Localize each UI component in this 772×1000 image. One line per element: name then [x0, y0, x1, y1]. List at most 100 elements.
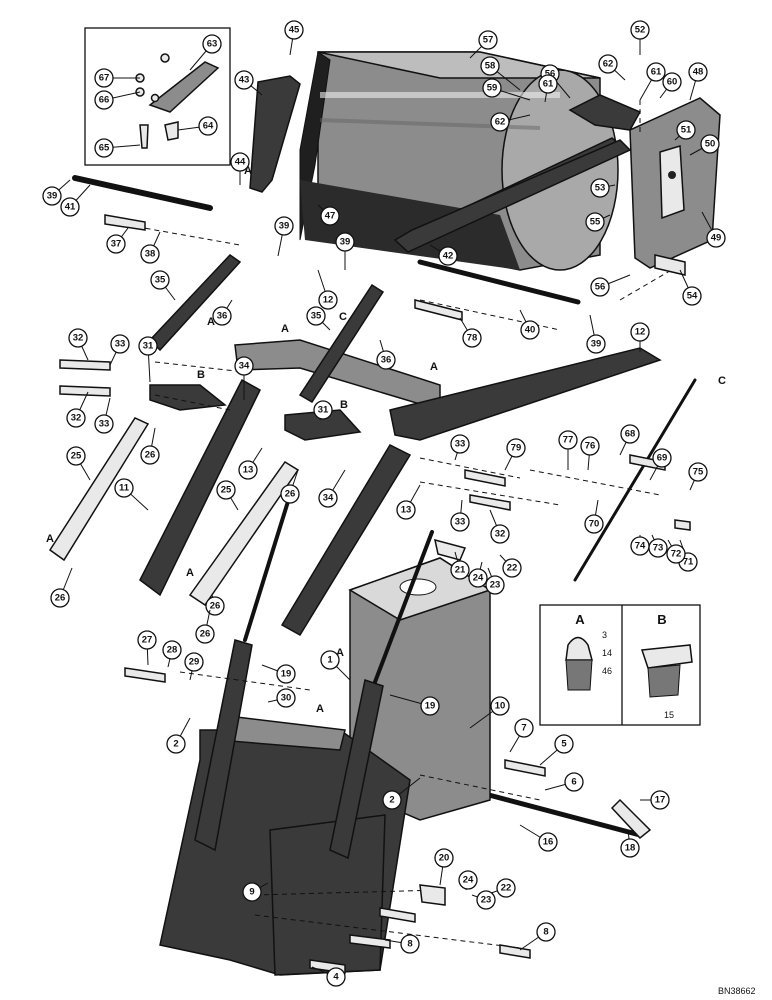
- callout-24: 24: [458, 870, 478, 891]
- callout-number: 33: [455, 517, 466, 528]
- callout-47: 47: [317, 204, 340, 226]
- piston-rod-left: [243, 493, 292, 642]
- callout-circle: [462, 328, 482, 348]
- callout-circle: [558, 430, 578, 450]
- callout-number: 19: [281, 669, 292, 680]
- callout-circle: [162, 640, 182, 660]
- fitting-detail-box: A B 3 14 46 15: [539, 604, 701, 726]
- callout-6: 6: [544, 772, 584, 792]
- callout-number: 7: [521, 723, 526, 734]
- drawing-reference: BN38662: [718, 986, 756, 996]
- callout-10: 10: [469, 696, 510, 729]
- callout-number: 16: [543, 837, 554, 848]
- callout-number: 55: [590, 217, 601, 228]
- callout-33: 33: [109, 334, 130, 366]
- rod-68: [573, 378, 697, 582]
- callout-number: 79: [511, 443, 522, 454]
- letter-a-5: A: [186, 567, 194, 579]
- callout-number: 21: [455, 565, 466, 576]
- callout-2: 2: [166, 717, 191, 754]
- callout-circle: [666, 544, 686, 564]
- callout-number: 26: [285, 489, 296, 500]
- callout-number: 72: [671, 549, 682, 560]
- callout-number: 9: [249, 887, 254, 898]
- callout-50: 50: [689, 134, 720, 156]
- callout-circle: [42, 186, 62, 206]
- callout-number: 62: [603, 59, 614, 70]
- callout-number: 48: [693, 67, 704, 78]
- callout-8: 8: [384, 934, 420, 954]
- callout-number: 63: [207, 39, 218, 50]
- callout-circle: [230, 152, 250, 172]
- callout-circle: [420, 696, 440, 716]
- callout-41: 41: [60, 184, 91, 217]
- callout-number: 54: [687, 291, 698, 302]
- callout-number: 18: [625, 843, 636, 854]
- callout-circle: [234, 70, 254, 90]
- callout-number: 43: [239, 75, 250, 86]
- callout-76: 76: [580, 436, 600, 471]
- callout-circle: [94, 138, 114, 158]
- callout-48: 48: [688, 62, 708, 101]
- letter-c-1: C: [718, 375, 726, 387]
- link-arm-42: [393, 139, 632, 253]
- callout-35: 35: [306, 306, 331, 331]
- callout-circle: [150, 270, 170, 290]
- callout-circle: [110, 334, 130, 354]
- callout-63: 63: [189, 34, 222, 71]
- callout-circle: [140, 244, 160, 264]
- callout-72: 72: [666, 539, 686, 564]
- callout-number: 42: [443, 251, 454, 262]
- callout-number: 65: [99, 143, 110, 154]
- callout-29: 29: [184, 652, 204, 681]
- callout-7: 7: [509, 718, 534, 753]
- callout-circle: [514, 718, 534, 738]
- callout-62: 62: [598, 54, 626, 81]
- callout-number: 29: [189, 657, 200, 668]
- callout-27: 27: [137, 630, 157, 666]
- callout-circle: [313, 400, 333, 420]
- callout-circle: [706, 228, 726, 248]
- callout-circle: [676, 120, 696, 140]
- callout-23: 23: [485, 567, 505, 595]
- link-arm-43: [249, 75, 301, 193]
- callout-number: 60: [667, 77, 678, 88]
- callout-circle: [536, 922, 556, 942]
- callout-number: 2: [173, 739, 178, 750]
- callout-34: 34: [318, 469, 346, 508]
- callout-number: 32: [73, 333, 84, 344]
- letter-a-6: A: [336, 647, 344, 659]
- small-hardware: [59, 214, 691, 974]
- callout-number: 31: [318, 405, 329, 416]
- callout-53: 53: [590, 178, 616, 198]
- callout-number: 74: [635, 541, 646, 552]
- callout-68: 68: [619, 424, 640, 456]
- lift-arm-11: [139, 378, 261, 597]
- callout-circle: [688, 462, 708, 482]
- callout-circle: [564, 772, 584, 792]
- callout-number: 32: [495, 529, 506, 540]
- callout-37: 37: [106, 227, 129, 254]
- callout-31: 31: [313, 400, 333, 421]
- callout-number: 67: [99, 73, 110, 84]
- callout-number: 33: [99, 419, 110, 430]
- callout-number: 37: [111, 239, 122, 250]
- letter-markers: A A A A A A A A B B C C BN38662: [46, 165, 756, 996]
- callout-circle: [106, 234, 126, 254]
- cylinder-19-right: [329, 679, 384, 860]
- callout-28: 28: [162, 640, 182, 668]
- callout-26: 26: [50, 567, 73, 608]
- callout-8: 8: [519, 922, 556, 951]
- callout-number: 47: [325, 211, 336, 222]
- callout-36: 36: [212, 299, 233, 326]
- callout-circle: [688, 62, 708, 82]
- cylinder-35-left: [148, 254, 242, 352]
- callout-circle: [580, 436, 600, 456]
- callout-number: 6: [571, 777, 576, 788]
- callout-number: 23: [481, 895, 492, 906]
- callout-circle: [646, 62, 666, 82]
- callout-number: 34: [323, 493, 334, 504]
- callout-number: 73: [653, 543, 664, 554]
- callout-26: 26: [195, 609, 215, 644]
